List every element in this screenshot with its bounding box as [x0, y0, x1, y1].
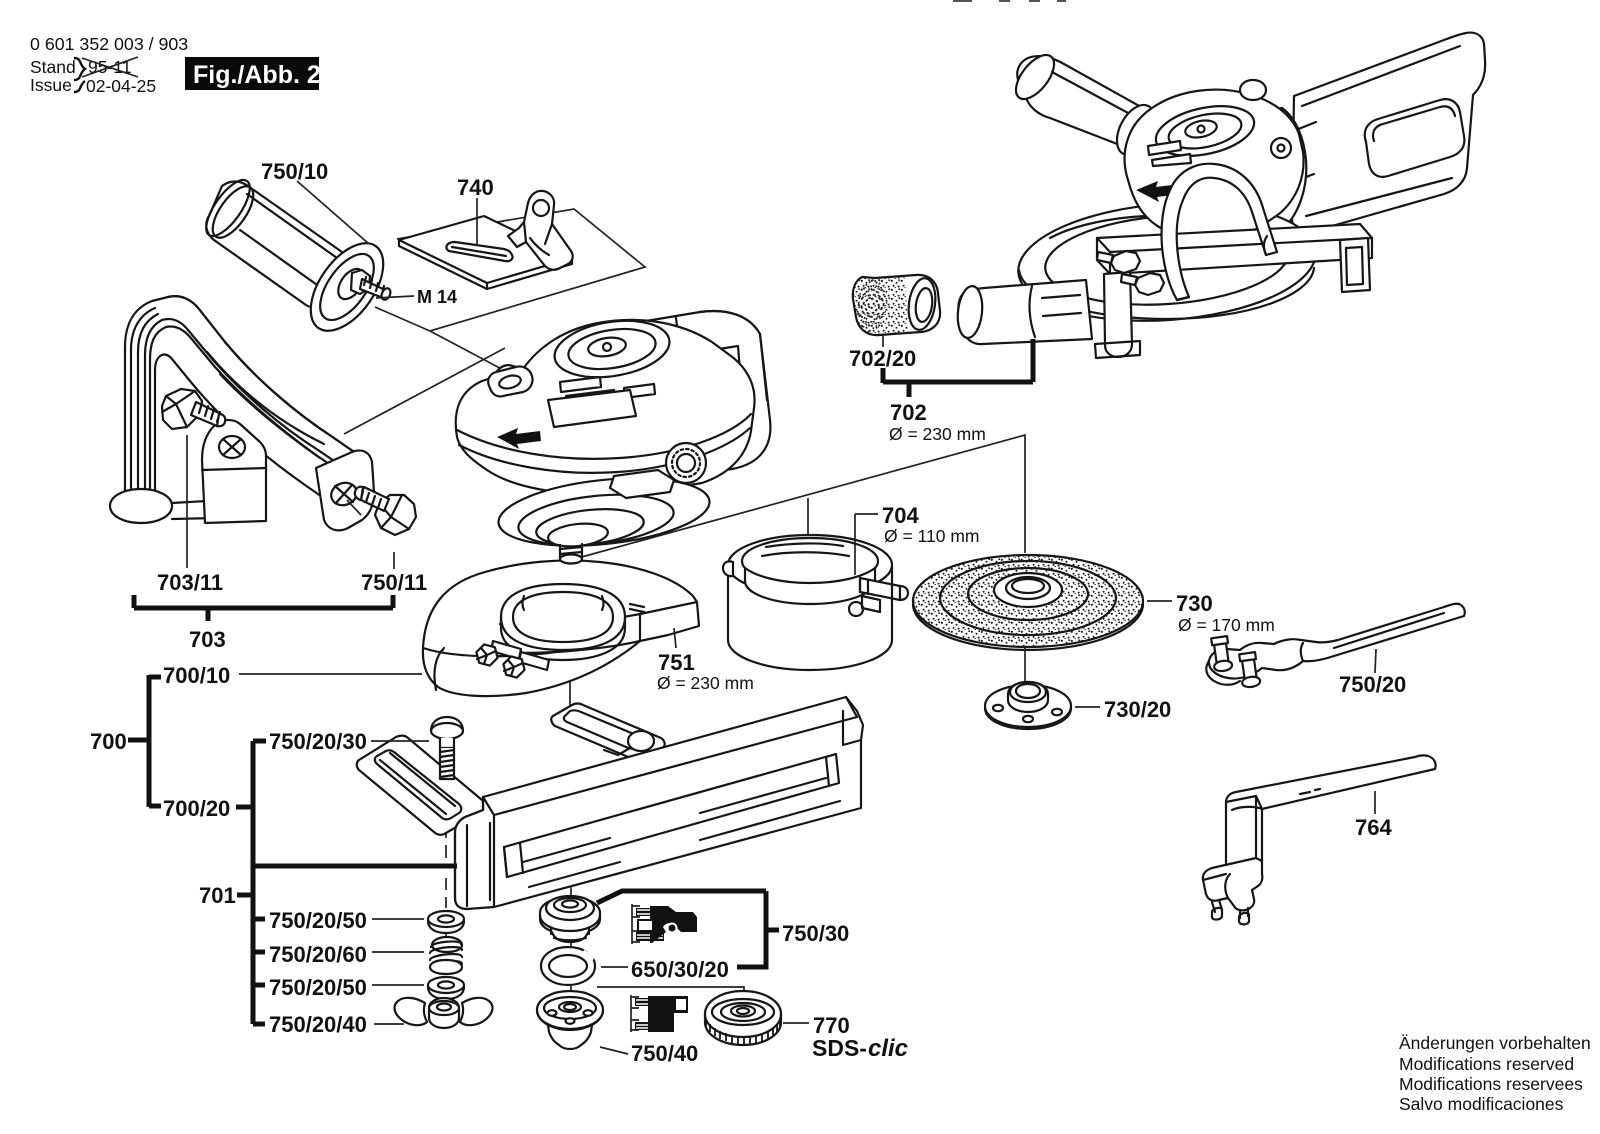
svg-text:703/11: 703/11: [157, 570, 223, 595]
svg-text:750/20/30: 750/20/30: [269, 729, 367, 754]
svg-text:700/10: 700/10: [163, 663, 230, 688]
svg-text:750/20: 750/20: [1339, 672, 1406, 697]
svg-text:703: 703: [189, 627, 226, 652]
svg-text:750/11: 750/11: [361, 570, 427, 595]
svg-text:Salvo modificaciones: Salvo modificaciones: [1399, 1094, 1564, 1114]
svg-text:750/20/40: 750/20/40: [269, 1012, 367, 1037]
svg-text:730: 730: [1176, 591, 1213, 616]
svg-text:750/20/60: 750/20/60: [269, 942, 367, 967]
svg-text:764: 764: [1355, 815, 1392, 840]
svg-text:02-04-25: 02-04-25: [86, 76, 156, 96]
svg-text:Änderungen vorbehalten: Änderungen vorbehalten: [1399, 1033, 1591, 1053]
svg-text:750/10: 750/10: [261, 159, 328, 184]
svg-text:Ø = 230 mm: Ø = 230 mm: [889, 424, 986, 444]
svg-text:704: 704: [882, 503, 919, 528]
svg-text:Modifications reserved: Modifications reserved: [1399, 1054, 1574, 1074]
svg-text:770: 770: [813, 1013, 850, 1038]
svg-text:702: 702: [890, 400, 927, 425]
svg-text:700/20: 700/20: [163, 796, 230, 821]
svg-text:750/20/50: 750/20/50: [269, 975, 367, 1000]
svg-text:clic: clic: [868, 1035, 908, 1062]
svg-text:M 14: M 14: [417, 287, 457, 307]
svg-text:Issue: Issue: [30, 75, 72, 95]
svg-text:Ø = 170 mm: Ø = 170 mm: [1178, 615, 1275, 635]
svg-text:750/30: 750/30: [782, 921, 849, 946]
svg-text:751: 751: [658, 650, 695, 675]
svg-text:700: 700: [90, 729, 127, 754]
svg-text:0 601 352 003 / 903: 0 601 352 003 / 903: [30, 34, 188, 54]
svg-text:650/30/20: 650/30/20: [631, 957, 729, 982]
svg-text:730/20: 730/20: [1104, 697, 1171, 722]
svg-text:Fig./Abb. 2: Fig./Abb. 2: [193, 61, 321, 89]
svg-text:750/20/50: 750/20/50: [269, 908, 367, 933]
svg-text:Ø = 110 mm: Ø = 110 mm: [884, 526, 979, 546]
svg-text:702/20: 702/20: [849, 346, 916, 371]
svg-text:750/40: 750/40: [631, 1041, 698, 1066]
svg-text:Modifications reservees: Modifications reservees: [1399, 1074, 1583, 1094]
svg-text:Ø = 230 mm: Ø = 230 mm: [657, 673, 754, 693]
svg-text:SDS-: SDS-: [812, 1035, 867, 1061]
svg-text:701: 701: [199, 883, 236, 908]
svg-text:Stand: Stand: [30, 57, 76, 77]
svg-text:740: 740: [457, 175, 494, 200]
